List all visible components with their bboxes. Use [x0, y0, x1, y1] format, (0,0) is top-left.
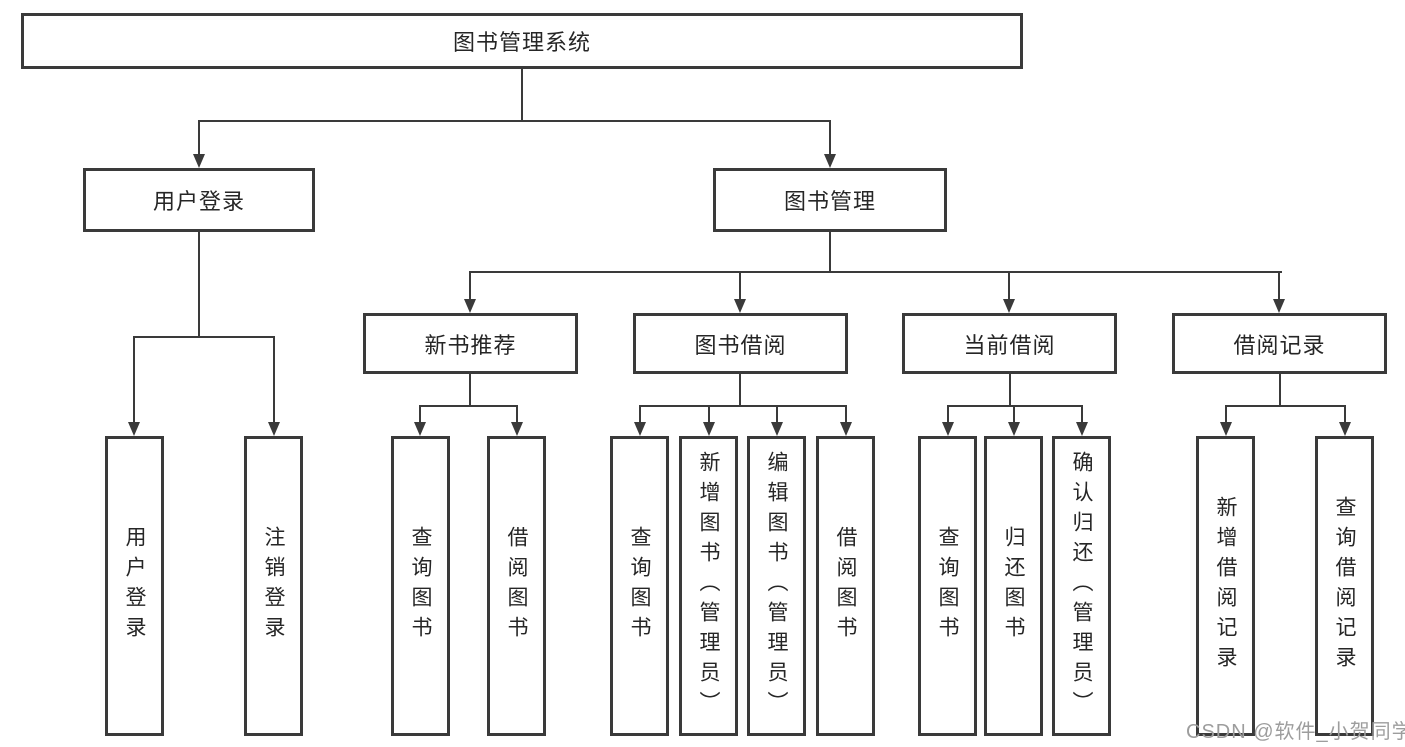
leaf-borrow-book-1-label: 借阅图书 — [505, 526, 528, 646]
leaf-borrow-book-2: 借阅图书 — [816, 436, 875, 736]
node-root: 图书管理系统 — [21, 13, 1023, 69]
connector-line — [845, 405, 847, 422]
connector-line — [1013, 405, 1015, 422]
node-book-borrow: 图书借阅 — [633, 313, 848, 374]
arrow-down-icon — [771, 422, 783, 436]
node-book-borrow-label: 图书借阅 — [694, 332, 787, 358]
connector-line — [947, 405, 1083, 407]
leaf-query-borrow-record-label: 查询借阅记录 — [1333, 496, 1356, 676]
leaf-query-book-3: 查询图书 — [918, 436, 977, 736]
node-borrow-record: 借阅记录 — [1172, 313, 1387, 374]
connector-line — [639, 405, 847, 407]
arrow-down-icon — [1003, 299, 1015, 313]
connector-line — [829, 232, 831, 271]
leaf-edit-book-admin: 编辑图书（管理员） — [747, 436, 806, 736]
node-book-management-label: 图书管理 — [783, 189, 876, 214]
arrow-down-icon — [634, 422, 646, 436]
connector-line — [198, 120, 831, 122]
leaf-borrow-book-2-label: 借阅图书 — [834, 526, 857, 646]
connector-line — [639, 405, 641, 422]
node-root-label: 图书管理系统 — [452, 30, 591, 55]
arrow-down-icon — [1273, 299, 1285, 313]
connector-line — [198, 232, 200, 336]
leaf-borrow-book-1: 借阅图书 — [487, 436, 546, 736]
connector-line — [469, 271, 471, 299]
connector-line — [1009, 374, 1011, 405]
leaf-add-book-admin: 新增图书（管理员） — [679, 436, 738, 736]
arrow-down-icon — [1220, 422, 1232, 436]
leaf-return-book: 归还图书 — [984, 436, 1043, 736]
connector-line — [829, 120, 831, 154]
connector-line — [198, 120, 200, 154]
leaf-confirm-return-admin: 确认归还（管理员） — [1052, 436, 1111, 736]
node-new-book-recommend-label: 新书推荐 — [424, 332, 517, 358]
node-current-borrow-label: 当前借阅 — [963, 332, 1056, 358]
connector-line — [1008, 271, 1010, 299]
connector-line — [1279, 374, 1281, 405]
arrow-down-icon — [703, 422, 715, 436]
connector-line — [1225, 405, 1227, 422]
connector-line — [273, 336, 275, 422]
leaf-return-book-label: 归还图书 — [1002, 526, 1025, 646]
leaf-add-borrow-record: 新增借阅记录 — [1196, 436, 1255, 736]
connector-line — [521, 69, 523, 120]
arrow-down-icon — [193, 154, 205, 168]
connector-line — [708, 405, 710, 422]
arrow-down-icon — [1008, 422, 1020, 436]
leaf-user-login: 用户登录 — [105, 436, 164, 736]
leaf-logout: 注销登录 — [244, 436, 303, 736]
arrow-down-icon — [1076, 422, 1088, 436]
connector-line — [133, 336, 275, 338]
connector-line — [739, 271, 741, 299]
leaf-query-book-2: 查询图书 — [610, 436, 669, 736]
arrow-down-icon — [464, 299, 476, 313]
leaf-add-book-admin-label: 新增图书（管理员） — [697, 451, 720, 721]
node-new-book-recommend: 新书推荐 — [363, 313, 578, 374]
connector-line — [947, 405, 949, 422]
leaf-query-book-1: 查询图书 — [391, 436, 450, 736]
node-borrow-record-label: 借阅记录 — [1233, 332, 1326, 358]
arrow-down-icon — [1339, 422, 1351, 436]
arrow-down-icon — [268, 422, 280, 436]
node-book-management: 图书管理 — [713, 168, 947, 232]
connector-line — [420, 405, 518, 407]
leaf-edit-book-admin-label: 编辑图书（管理员） — [765, 451, 788, 721]
leaf-logout-label: 注销登录 — [262, 526, 285, 646]
connector-line — [1081, 405, 1083, 422]
node-user-login-label: 用户登录 — [152, 189, 245, 214]
node-user-login: 用户登录 — [83, 168, 315, 232]
arrow-down-icon — [128, 422, 140, 436]
connector-line — [1278, 271, 1280, 299]
connector-line — [776, 405, 778, 422]
arrow-down-icon — [414, 422, 426, 436]
leaf-add-borrow-record-label: 新增借阅记录 — [1214, 496, 1237, 676]
arrow-down-icon — [511, 422, 523, 436]
connector-line — [469, 374, 471, 405]
connector-line — [1344, 405, 1346, 422]
connector-line — [516, 405, 518, 422]
node-current-borrow: 当前借阅 — [902, 313, 1117, 374]
arrow-down-icon — [942, 422, 954, 436]
arrow-down-icon — [824, 154, 836, 168]
leaf-query-borrow-record: 查询借阅记录 — [1315, 436, 1374, 736]
connector-line — [469, 271, 1282, 273]
arrow-down-icon — [840, 422, 852, 436]
csdn-watermark: CSDN @软件_小贺同学 — [1186, 721, 1405, 743]
leaf-query-book-2-label: 查询图书 — [628, 526, 651, 646]
connector-line — [1225, 405, 1346, 407]
leaf-query-book-1-label: 查询图书 — [409, 526, 432, 646]
connector-line — [739, 374, 741, 405]
leaf-confirm-return-admin-label: 确认归还（管理员） — [1070, 451, 1093, 721]
connector-line — [133, 336, 135, 422]
connector-line — [419, 405, 421, 422]
arrow-down-icon — [734, 299, 746, 313]
leaf-user-login-label: 用户登录 — [123, 526, 146, 646]
leaf-query-book-3-label: 查询图书 — [936, 526, 959, 646]
